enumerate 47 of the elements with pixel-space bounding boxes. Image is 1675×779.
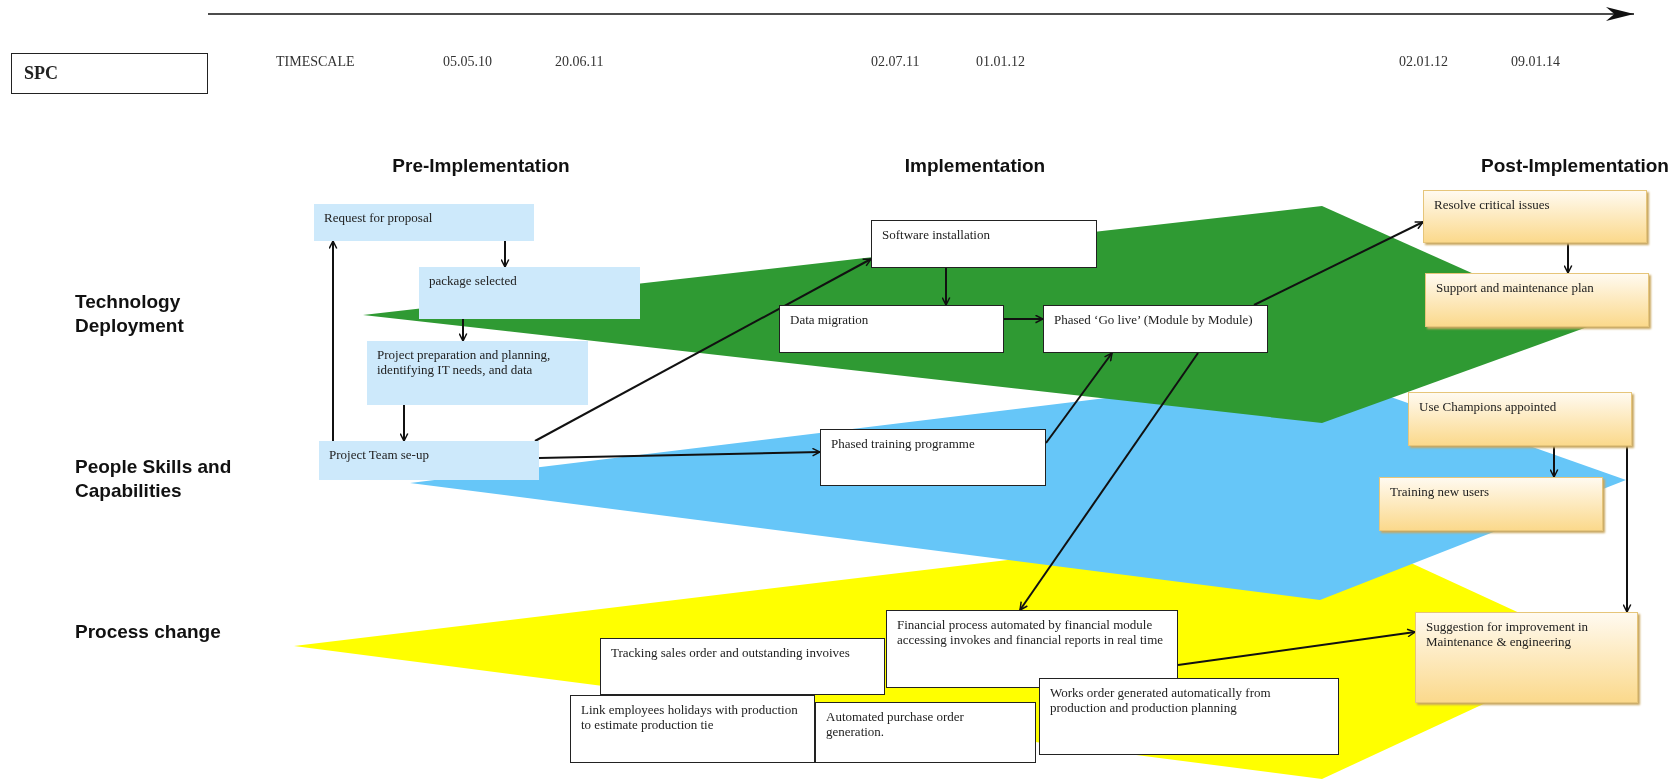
phase-heading: Pre-Implementation <box>392 155 570 177</box>
timescale-label: 02.07.11 <box>871 54 920 70</box>
arrow <box>1177 628 1416 666</box>
arrow <box>941 267 951 306</box>
process-step: Financial process automated by financial module accessing invokes and financial reports in real time <box>886 610 1178 688</box>
timescale-label: TIMESCALE <box>276 54 355 70</box>
process-step: Training new users <box>1379 477 1603 531</box>
timescale-label: 02.01.12 <box>1399 54 1448 70</box>
arrow <box>399 404 409 442</box>
process-step: Automated purchase order generation. <box>815 702 1036 763</box>
process-step: Resolve critical issues <box>1423 190 1647 243</box>
process-step: Suggestion for improvement in Maintenance & engineering <box>1415 612 1638 703</box>
process-step: Use Champions appointed <box>1408 392 1632 446</box>
process-step: Phased training programme <box>820 429 1046 486</box>
process-step: Tracking sales order and outstanding invoives <box>600 638 885 695</box>
arrow <box>458 318 468 342</box>
arrow <box>500 240 510 268</box>
process-step: Support and maintenance plan <box>1425 273 1649 327</box>
arrow <box>328 240 338 442</box>
arrow <box>1003 314 1044 324</box>
arrow <box>1563 242 1573 274</box>
timescale-label: 20.06.11 <box>555 54 604 70</box>
process-step: Phased ‘Go live’ (Module by Module) <box>1043 305 1268 353</box>
row-label: Process change <box>75 620 222 644</box>
arrow <box>1549 445 1559 478</box>
process-step: Project preparation and planning, identifying IT needs, and data <box>367 341 588 405</box>
timescale-label: 01.01.12 <box>976 54 1025 70</box>
arrow <box>1253 221 1424 306</box>
row-label: Technology Deployment <box>75 290 185 338</box>
process-step: Request for proposal <box>314 204 534 241</box>
process-step: Software installation <box>871 220 1097 268</box>
arrow <box>1622 445 1632 613</box>
phase-heading: Post-Implementation <box>1481 155 1669 177</box>
process-step: Works order generated automatically from production and production planning <box>1039 678 1339 755</box>
process-step: Project Team se-up <box>319 441 539 480</box>
arrow <box>538 447 821 459</box>
arrow <box>1045 352 1113 444</box>
timescale-label: 09.01.14 <box>1511 54 1560 70</box>
title-box: SPC <box>11 53 208 94</box>
process-step: package selected <box>419 267 640 319</box>
arrow <box>534 258 872 442</box>
process-step: Data migration <box>779 305 1004 353</box>
phase-heading: Implementation <box>904 155 1046 177</box>
process-step: Link employees holidays with production to estimate production tie <box>570 695 815 763</box>
row-label: People Skills and Capabilities <box>75 455 233 503</box>
arrow <box>1019 352 1199 611</box>
timescale-label: 05.05.10 <box>443 54 492 70</box>
